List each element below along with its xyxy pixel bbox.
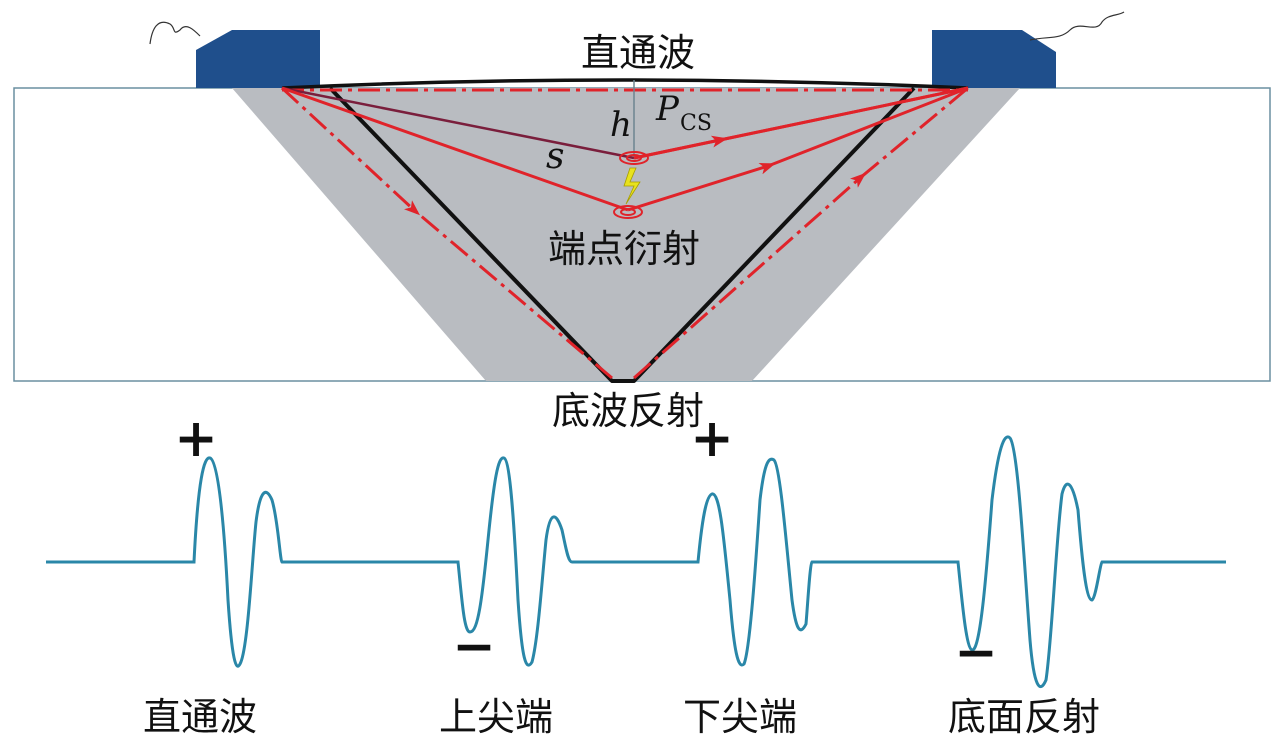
label-bottom-reflection: 底波反射 xyxy=(552,389,704,433)
waveform-label-lower-tip: 下尖端 xyxy=(683,695,797,739)
waveform-label-direct: 直通波 xyxy=(143,695,257,739)
probe-left-icon xyxy=(150,22,320,88)
label-height: h xyxy=(610,105,632,145)
sign-minus-upper: − xyxy=(452,616,496,677)
probe-right-icon xyxy=(932,12,1124,88)
sign-plus-lower: + xyxy=(690,408,734,469)
waveform-label-upper-tip: 上尖端 xyxy=(439,695,553,739)
direct-wave-path xyxy=(282,80,968,88)
label-pcs: P xyxy=(655,89,680,129)
waveform-label-bottom: 底面反射 xyxy=(948,695,1100,739)
sign-minus-bottom: − xyxy=(954,622,998,683)
label-pcs-subscript: CS xyxy=(680,111,712,136)
waveform-signal xyxy=(46,437,1226,687)
label-direct-wave-top: 直通波 xyxy=(581,31,695,75)
label-path-s: s xyxy=(546,136,564,177)
sign-plus-direct: + xyxy=(174,408,218,469)
label-tip-diffraction: 端点衍射 xyxy=(548,227,700,271)
